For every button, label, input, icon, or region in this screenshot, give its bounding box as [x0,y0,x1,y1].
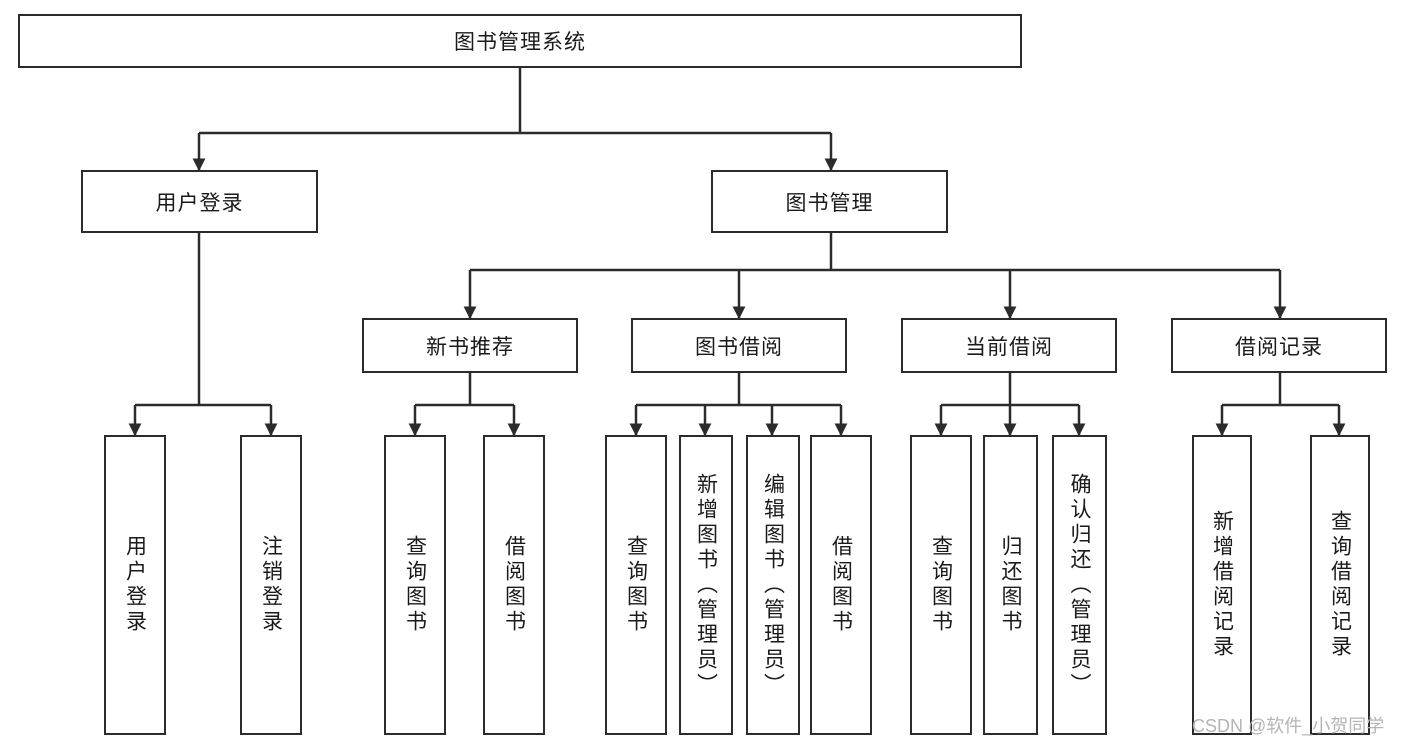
node-leaf-user-login[interactable]: 用户登录 [104,435,166,735]
node-leaf-return-book-label: 归还图书 [999,535,1022,635]
node-current-borrow[interactable]: 当前借阅 [901,318,1117,373]
node-leaf-edit-book[interactable]: 编辑图书（管理员） [746,435,800,735]
node-leaf-borrow-book-1[interactable]: 借阅图书 [483,435,545,735]
node-leaf-user-login-label: 用户登录 [123,535,147,635]
node-leaf-edit-book-label: 编辑图书（管理员） [761,472,785,698]
node-leaf-query-book-1-label: 查询图书 [403,535,427,635]
node-borrow-record[interactable]: 借阅记录 [1171,318,1387,373]
node-book-manage-label: 图书管理 [785,191,874,215]
node-leaf-query-book-3-label: 查询图书 [929,535,953,635]
node-leaf-query-book-2-label: 查询图书 [624,535,648,635]
node-borrow-record-label: 借阅记录 [1235,335,1323,359]
node-leaf-query-book-3[interactable]: 查询图书 [910,435,972,735]
node-leaf-return-book[interactable]: 归还图书 [983,435,1038,735]
node-leaf-borrow-book-2-label: 借阅图书 [829,535,853,635]
node-book-borrow-label: 图书借阅 [695,335,783,359]
node-leaf-add-book[interactable]: 新增图书（管理员） [679,435,733,735]
watermark-text: CSDN @软件_小贺同学 [1192,716,1385,736]
node-current-borrow-label: 当前借阅 [965,335,1053,359]
node-leaf-add-record[interactable]: 新增借阅记录 [1192,435,1252,735]
node-new-book-recommend[interactable]: 新书推荐 [362,318,578,373]
node-leaf-query-book-2[interactable]: 查询图书 [605,435,667,735]
node-user-login-label: 用户登录 [155,191,244,215]
node-leaf-logout[interactable]: 注销登录 [240,435,302,735]
node-leaf-query-record[interactable]: 查询借阅记录 [1310,435,1370,735]
node-leaf-add-book-label: 新增图书（管理员） [694,472,718,698]
node-leaf-query-book-1[interactable]: 查询图书 [384,435,446,735]
node-user-login[interactable]: 用户登录 [81,170,318,233]
node-new-book-recommend-label: 新书推荐 [426,335,514,359]
node-leaf-logout-label: 注销登录 [259,535,283,635]
node-root[interactable]: 图书管理系统 [18,14,1022,68]
node-leaf-borrow-book-1-label: 借阅图书 [502,535,526,635]
node-leaf-query-record-label: 查询借阅记录 [1328,510,1352,660]
node-leaf-confirm-return[interactable]: 确认归还（管理员） [1052,435,1107,735]
node-leaf-confirm-return-label: 确认归还（管理员） [1068,472,1091,698]
node-root-label: 图书管理系统 [454,31,586,54]
node-book-borrow[interactable]: 图书借阅 [631,318,847,373]
node-leaf-add-record-label: 新增借阅记录 [1210,510,1234,660]
node-leaf-borrow-book-2[interactable]: 借阅图书 [810,435,872,735]
node-book-manage[interactable]: 图书管理 [711,170,948,233]
